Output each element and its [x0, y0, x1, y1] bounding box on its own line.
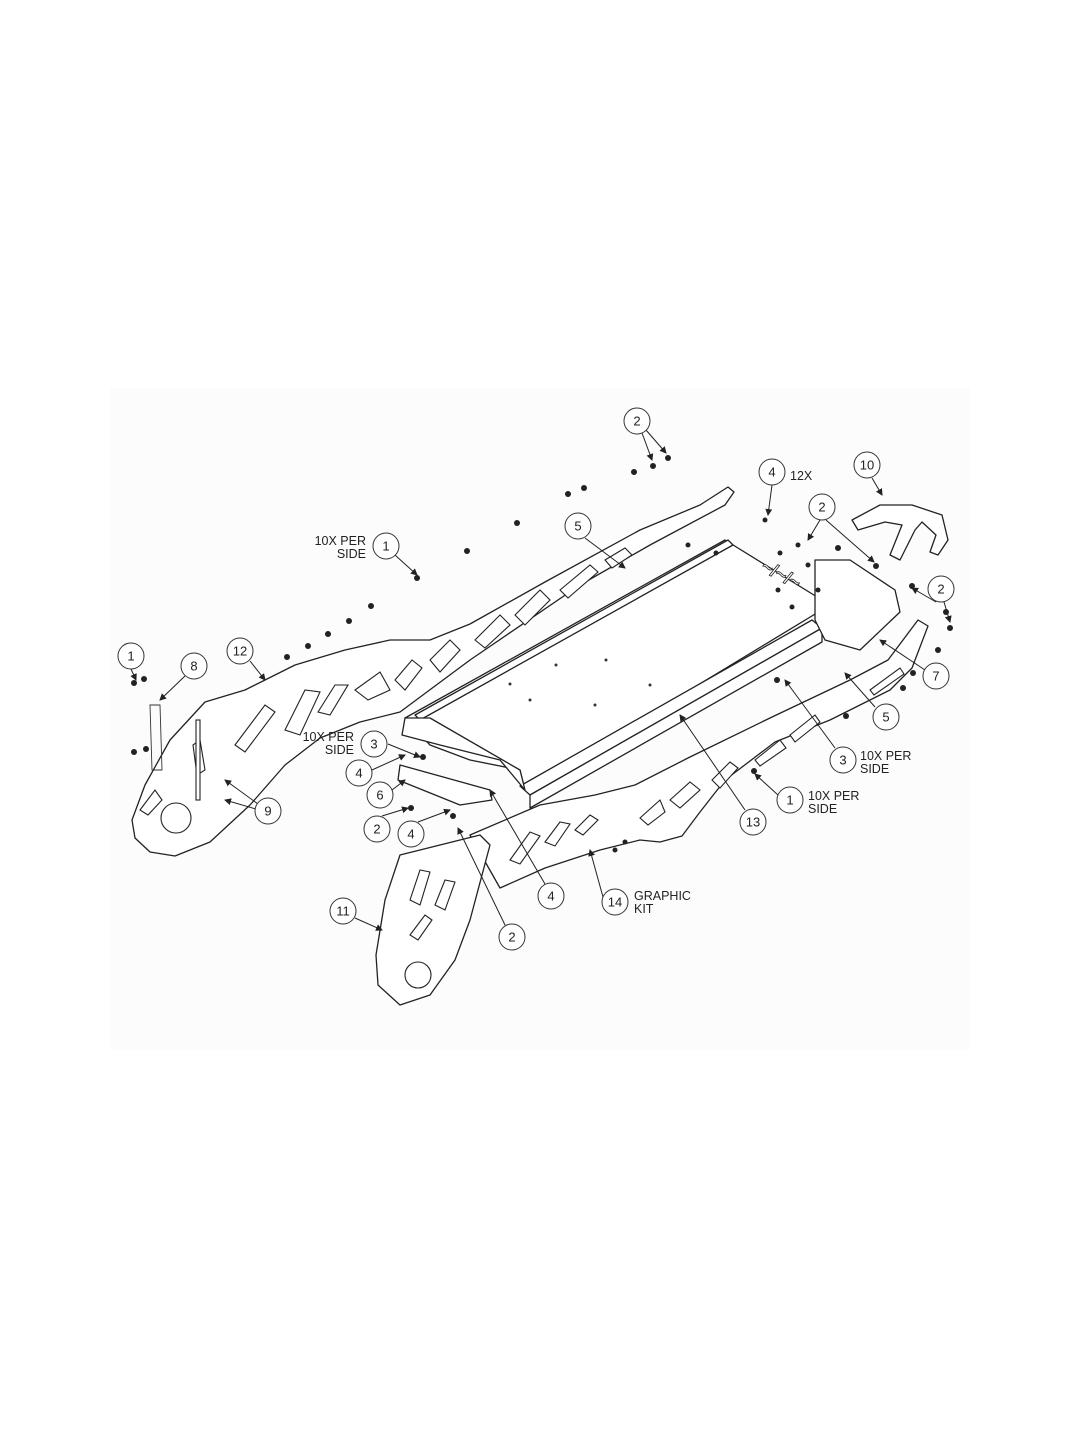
svg-text:5: 5 — [574, 519, 581, 534]
callout-2: 2 — [927, 575, 955, 603]
callout-4: 4 — [397, 820, 425, 848]
callout-4: 4 — [345, 759, 373, 787]
callout-10: 10 — [853, 451, 881, 479]
svg-text:2: 2 — [373, 822, 380, 837]
rear-cap — [814, 559, 901, 651]
callout-note: SIDE — [337, 547, 366, 561]
svg-text:14: 14 — [608, 895, 622, 910]
leader-lines — [130, 429, 952, 931]
svg-text:1: 1 — [382, 539, 389, 554]
svg-text:4: 4 — [355, 766, 362, 781]
callout-1: 1 — [776, 786, 804, 814]
svg-text:1: 1 — [786, 793, 793, 808]
svg-text:8: 8 — [190, 659, 197, 674]
callout-1: 1 — [372, 532, 400, 560]
callout-note: 10X PER — [303, 730, 354, 744]
svg-text:2: 2 — [937, 582, 944, 597]
callout-note: 10X PER — [808, 789, 859, 803]
rear-bumper — [851, 504, 949, 561]
left-side-rail — [131, 486, 735, 857]
svg-text:13: 13 — [746, 815, 760, 830]
svg-text:2: 2 — [633, 414, 640, 429]
callout-13: 13 — [739, 808, 767, 836]
callout-6: 6 — [366, 781, 394, 809]
callout-7: 7 — [922, 662, 950, 690]
callout-12: 12 — [226, 637, 254, 665]
svg-text:4: 4 — [768, 465, 775, 480]
skid-plate — [375, 834, 491, 1006]
fasteners — [131, 455, 953, 853]
callout-4: 4 — [758, 458, 786, 486]
svg-text:2: 2 — [508, 930, 515, 945]
svg-text:4: 4 — [547, 889, 554, 904]
callout-5: 5 — [872, 703, 900, 731]
callout-3: 3 — [360, 730, 388, 758]
callout-2: 2 — [498, 923, 526, 951]
callout-9: 9 — [254, 797, 282, 825]
callout-2: 2 — [623, 407, 651, 435]
svg-text:1: 1 — [127, 649, 134, 664]
svg-text:4: 4 — [407, 827, 414, 842]
svg-text:7: 7 — [932, 669, 939, 684]
svg-text:9: 9 — [264, 804, 271, 819]
callout-note: 10X PER — [860, 749, 911, 763]
cross-member-face — [529, 627, 823, 809]
callout-note: 10X PER — [315, 534, 366, 548]
callout-14: 14 — [601, 888, 629, 916]
svg-text:12: 12 — [233, 644, 247, 659]
svg-text:3: 3 — [370, 737, 377, 752]
callout-note: GRAPHIC — [634, 889, 691, 903]
callout-note: 12X — [790, 469, 813, 483]
svg-text:11: 11 — [336, 904, 350, 919]
callout-note: SIDE — [808, 802, 837, 816]
svg-text:2: 2 — [818, 500, 825, 515]
callout-1: 1 — [117, 642, 145, 670]
svg-text:5: 5 — [882, 710, 889, 725]
callout-5: 5 — [564, 512, 592, 540]
callout-note: SIDE — [860, 762, 889, 776]
callout-8: 8 — [180, 652, 208, 680]
callout-4: 4 — [537, 882, 565, 910]
callout-11: 11 — [329, 897, 357, 925]
callout-2: 2 — [363, 815, 391, 843]
callout-note: KIT — [634, 902, 654, 916]
callout-3: 3 — [829, 746, 857, 774]
bracket — [397, 764, 493, 806]
bracket-plate — [401, 717, 526, 791]
callout-2: 2 — [808, 493, 836, 521]
callout-note: SIDE — [325, 743, 354, 757]
svg-text:3: 3 — [839, 753, 846, 768]
svg-text:6: 6 — [376, 788, 383, 803]
svg-text:10: 10 — [860, 458, 874, 473]
